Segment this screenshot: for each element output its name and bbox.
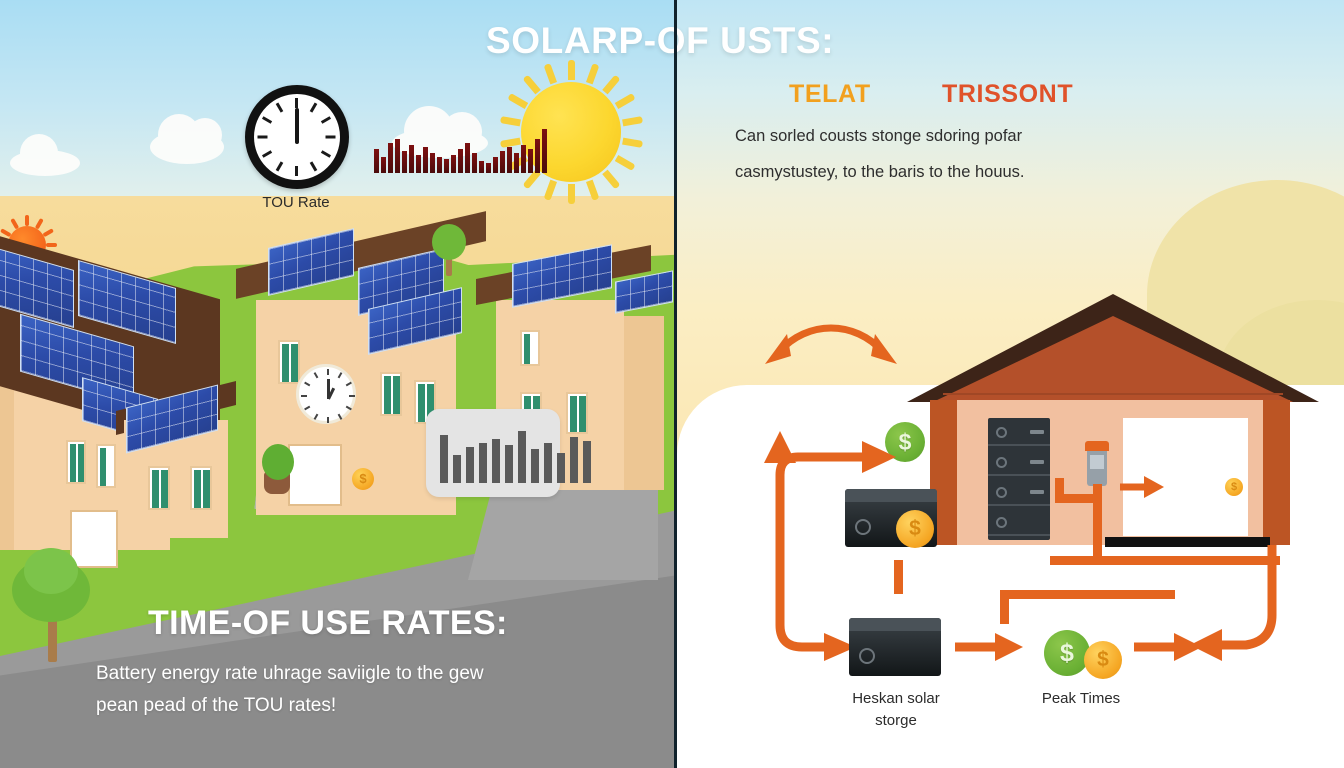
coin-icon: $ [896, 510, 934, 548]
house-floor [930, 545, 1290, 555]
house-roof-icon [907, 294, 1319, 402]
flow-arrow-down-icon [775, 565, 856, 661]
right-body-text: Can sorled cousts stonge sdoring pofar c… [735, 118, 1205, 190]
flow-arrow-icon [1134, 633, 1202, 661]
money-badge-icon: $ [1044, 630, 1090, 676]
coin-icon: $ [352, 468, 374, 490]
peak-times-label: Peak Times [1041, 690, 1121, 707]
garage-door[interactable] [1123, 418, 1248, 536]
storage-label: Heskan solar storge [838, 688, 954, 732]
battery-icon [849, 618, 941, 676]
cloud-icon [392, 106, 488, 158]
time-of-use-title: TIME-OF USE RATES: [148, 604, 508, 642]
tou-rate-label: TOU Rate [262, 194, 330, 211]
conduit-branch-riser [1055, 478, 1064, 498]
conduit-horizontal [1050, 556, 1280, 565]
page-title: SOLARP-OF USTS: [486, 20, 835, 61]
time-of-use-body-line-1: Battery energy rate uhrage saviigle to t… [96, 663, 484, 684]
meter-cap [1085, 441, 1109, 451]
flow-arrow-icon [1120, 476, 1164, 498]
right-body-line-1: Can sorled cousts stonge sdoring pofar [735, 127, 1023, 145]
sun-rays-icon [499, 60, 644, 204]
cloud-icon [10, 134, 80, 176]
conduit-vertical [1093, 484, 1102, 564]
flow-arrow-loop-icon [764, 431, 896, 575]
bar-chart-icon [374, 123, 547, 173]
meter-screen [1090, 455, 1104, 469]
time-of-use-body-line-2: pean pead of the TOU rates! [96, 695, 337, 716]
conduit-riser-left [894, 560, 903, 594]
flow-arrow-icon [955, 633, 1023, 661]
conduit-horizontal-lower [1000, 590, 1175, 599]
coin-icon: $ [1225, 478, 1243, 496]
sun-rays-small-icon [0, 215, 57, 275]
wall-clock-icon [296, 364, 356, 424]
storage-label-line-2: storge [875, 712, 917, 729]
conduit-riser [1000, 590, 1009, 624]
right-heading-secondary: TRISSONT [942, 80, 1074, 108]
panel-divider [674, 0, 677, 768]
house-column-right [1263, 400, 1290, 545]
tree-icon [8, 548, 98, 668]
double-headed-arrow-icon [765, 324, 897, 364]
garage-threshold [1105, 537, 1270, 547]
clock-icon [245, 85, 349, 189]
bar-chart-card[interactable] [426, 409, 591, 497]
coin-icon: $ [1084, 641, 1122, 679]
bar-chart-icon [440, 423, 591, 483]
flow-arrow-curve-icon [1190, 545, 1277, 661]
storage-label-line-1: Heskan solar [852, 690, 940, 707]
right-heading-primary: TELAT [789, 80, 871, 108]
right-body-line-2: casmystustey, to the baris to the houus. [735, 163, 1025, 181]
cloud-icon [150, 114, 224, 164]
left-panel: $ TOU Rate TIME-OF USE RATES: Battery en… [0, 0, 676, 768]
time-of-use-body: Battery energy rate uhrage saviigle to t… [96, 658, 596, 722]
tree-icon [428, 222, 468, 278]
conduit-branch [1055, 494, 1095, 503]
server-rack-icon [988, 418, 1050, 540]
